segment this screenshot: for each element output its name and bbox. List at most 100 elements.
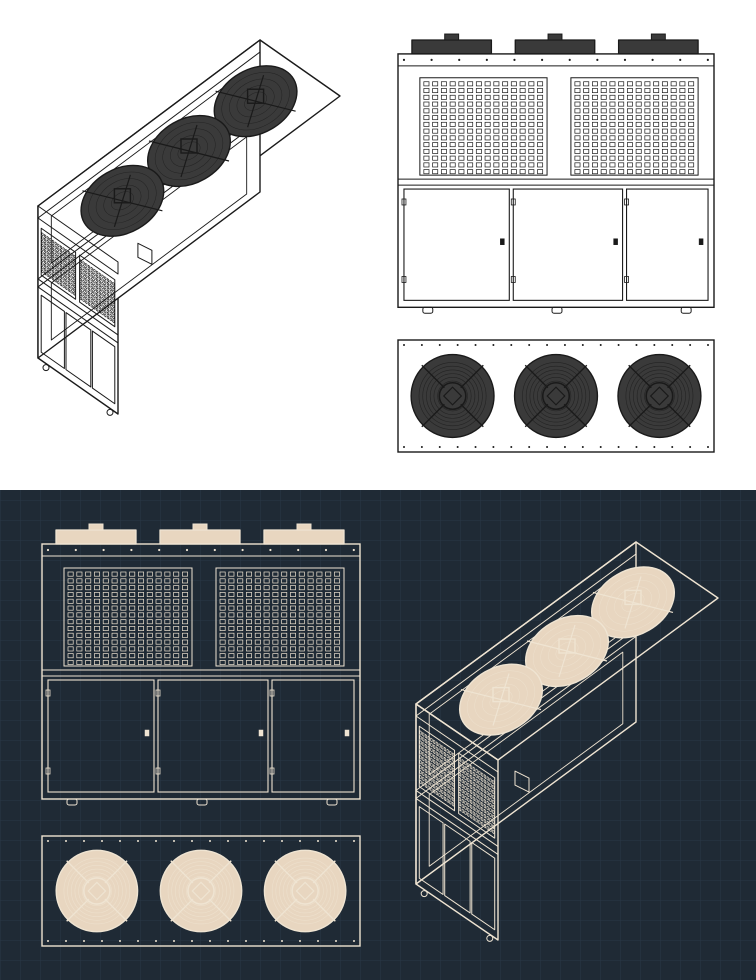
grille-slot <box>484 142 491 148</box>
grille-slot <box>609 148 616 154</box>
grille-slot <box>481 821 484 827</box>
grille-slot <box>90 296 93 301</box>
support-foot <box>551 306 563 314</box>
grille-slot <box>109 309 112 314</box>
grille-slot <box>101 278 104 282</box>
grille-slot <box>458 806 462 812</box>
grille-slot <box>219 653 226 659</box>
grille-slot <box>246 612 252 618</box>
rivet <box>623 58 627 61</box>
grille-slot <box>574 155 581 161</box>
grille-slot <box>635 169 642 175</box>
grille-slot <box>85 653 92 659</box>
grille-slot <box>484 108 491 114</box>
grille-slot <box>73 265 76 270</box>
grille-slot <box>90 300 93 305</box>
grille-slot <box>85 578 92 584</box>
grille-slot <box>430 767 433 772</box>
door-frame <box>444 823 471 914</box>
grille-slot <box>67 592 74 597</box>
rivet <box>185 548 189 552</box>
grille-slot <box>76 626 83 631</box>
grille-slot <box>129 578 136 584</box>
grille-slot <box>254 605 261 611</box>
grille-slot <box>483 803 487 809</box>
grille-slot <box>424 783 428 789</box>
fan-blade-ring <box>70 865 123 917</box>
grille-slot <box>688 169 695 175</box>
grille-slot <box>661 148 668 154</box>
grille-slot <box>452 777 455 782</box>
grille-slot <box>164 578 171 584</box>
grille-slot <box>510 101 517 107</box>
grille-slot <box>334 612 340 618</box>
grille-slot <box>688 121 695 127</box>
grille-slot <box>246 653 252 659</box>
grille-slot <box>173 605 180 611</box>
grille-slot <box>129 639 136 645</box>
top-view <box>41 835 361 947</box>
grille-slot <box>600 121 607 127</box>
grille-slot <box>502 128 509 134</box>
grille-slot <box>41 254 44 259</box>
grille-slot <box>65 256 68 261</box>
rivet <box>227 940 229 942</box>
grille-slot <box>464 800 467 806</box>
grille-slot <box>449 128 456 134</box>
fan-blade-ring <box>78 872 116 910</box>
grille-slot <box>94 605 100 611</box>
grille-frame <box>419 77 548 176</box>
rivet <box>281 940 283 942</box>
fan-blade-ring <box>175 865 227 917</box>
grille-slot <box>644 148 651 154</box>
grille-slot <box>44 271 47 276</box>
grille-slot <box>307 619 314 625</box>
grille-slot <box>449 750 452 756</box>
grille-slot <box>661 155 668 161</box>
grille-slot <box>467 782 470 788</box>
grille-slot <box>475 803 478 808</box>
grille-slot <box>661 115 668 121</box>
grille-slot <box>661 135 668 141</box>
rivet <box>335 840 337 842</box>
grille-slot <box>228 626 235 631</box>
rivet <box>474 344 477 346</box>
grille-slot <box>96 281 99 286</box>
rivet <box>707 344 709 346</box>
grille-slot <box>670 88 677 94</box>
grille-slot <box>422 756 425 762</box>
grille-slot <box>182 619 188 625</box>
grille-slot <box>583 135 590 141</box>
fan-blade-ring <box>489 690 513 710</box>
grille-slot <box>519 115 526 121</box>
grille-slot <box>120 605 127 611</box>
grille-slot <box>106 315 110 320</box>
grille-slot <box>109 287 112 292</box>
grille-slot <box>101 304 104 309</box>
grille-slot <box>467 121 474 127</box>
grille-slot <box>475 101 482 107</box>
grille-slot <box>138 619 144 625</box>
grille-slot <box>609 101 616 107</box>
grille-slot <box>82 298 85 303</box>
grille-slot <box>424 743 428 749</box>
rivet <box>245 940 247 942</box>
grille-slot <box>263 639 270 645</box>
door-handle <box>344 729 350 737</box>
grille-slot <box>138 592 144 597</box>
grille-slot <box>458 142 465 148</box>
grille-slot <box>67 626 74 631</box>
rivet <box>430 58 433 61</box>
grille-slot <box>67 273 70 278</box>
grille-slot <box>432 81 439 87</box>
grille-slot <box>57 280 60 285</box>
grille-slot <box>228 605 235 611</box>
grille-slot <box>62 250 65 255</box>
grille-slot <box>475 768 478 774</box>
grille-slot <box>298 605 305 611</box>
grille-slot <box>96 292 99 297</box>
grille-slot <box>440 121 447 127</box>
grille-slot <box>102 632 109 638</box>
grille-slot <box>438 792 441 798</box>
grille-slot <box>449 148 456 154</box>
